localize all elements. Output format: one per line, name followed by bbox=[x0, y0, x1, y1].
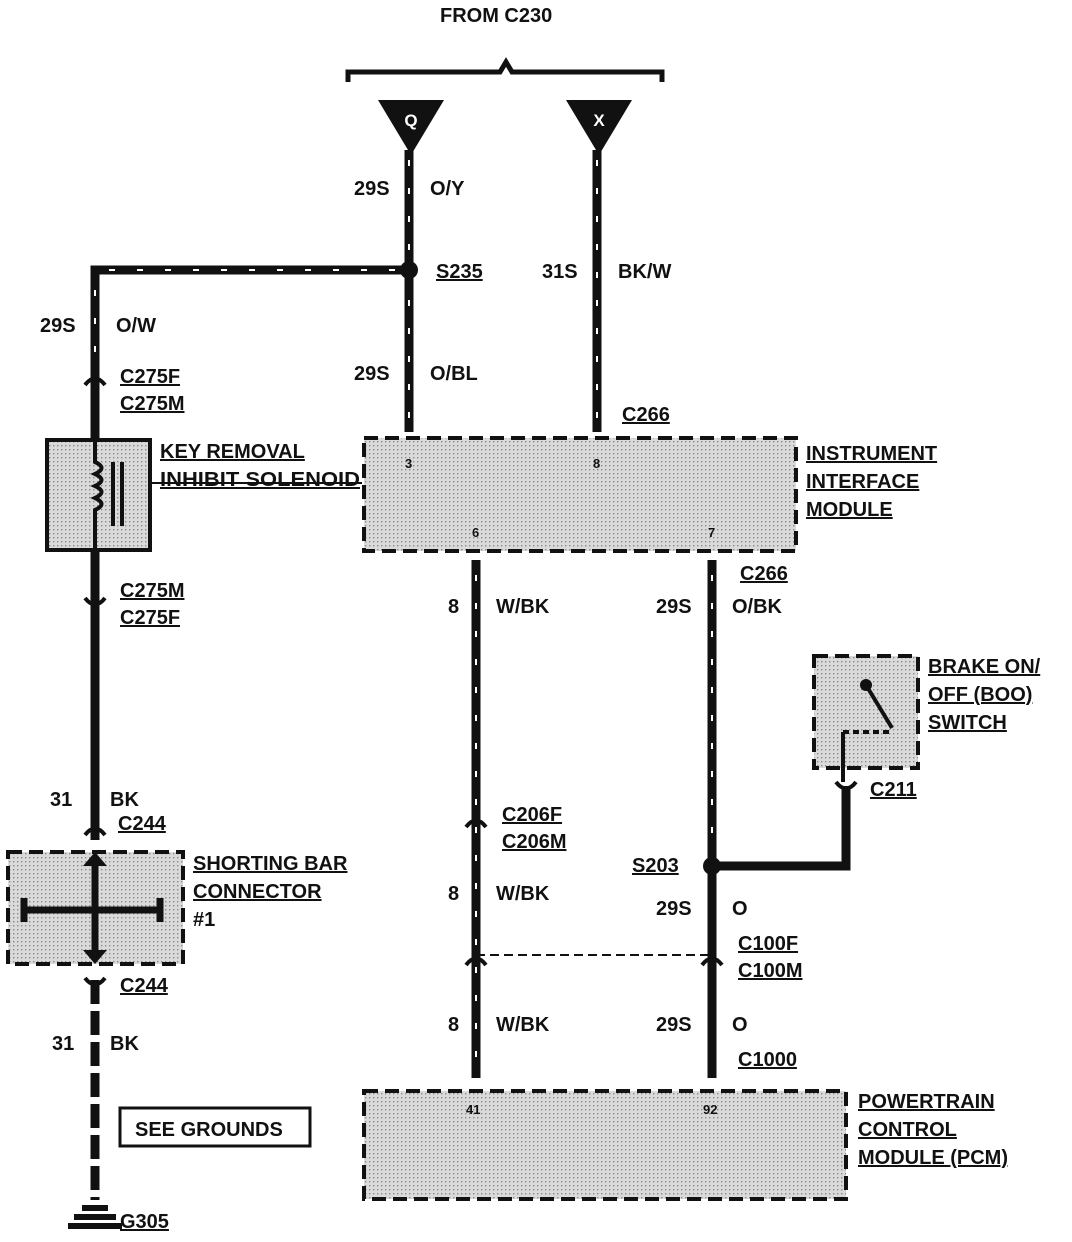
solenoid-label-line1: KEY REMOVAL bbox=[160, 441, 305, 463]
ground-g305-symbol bbox=[68, 1205, 122, 1229]
wire-solenoid-feed bbox=[90, 265, 409, 380]
pcm-label-line1: POWERTRAIN bbox=[858, 1091, 995, 1113]
connector-c266-bottom: C266 bbox=[740, 563, 788, 585]
wire-q-top-color: O/Y bbox=[430, 178, 465, 200]
wire-iim-feed-color: O/BL bbox=[430, 363, 478, 385]
boo-switch-symbol bbox=[841, 679, 894, 782]
connector-c211: C211 bbox=[870, 779, 917, 801]
iim-pin-3: 3 bbox=[405, 456, 412, 471]
ground-g305-label: G305 bbox=[120, 1211, 169, 1233]
wire-x-top-circuit: 31S bbox=[542, 261, 578, 283]
iim-pin-7: 7 bbox=[708, 525, 715, 540]
wire-o-middle-color: O bbox=[732, 898, 748, 920]
wire-ground-upper-circuit: 31 bbox=[50, 789, 72, 811]
source-label: FROM C230 bbox=[440, 5, 552, 27]
iim-label-line3: MODULE bbox=[806, 499, 893, 521]
see-grounds-label: SEE GROUNDS bbox=[135, 1119, 283, 1141]
wire-ground-lower-color: BK bbox=[110, 1033, 139, 1055]
iim-box bbox=[362, 436, 798, 553]
wire-ground-lower-circuit: 31 bbox=[52, 1033, 74, 1055]
connector-c100m: C100M bbox=[738, 960, 802, 982]
boo-switch-box bbox=[812, 654, 920, 770]
connector-c275f-top: C275F bbox=[120, 366, 180, 388]
pcm-pin-92: 92 bbox=[703, 1102, 717, 1117]
pin-x-triangle bbox=[566, 100, 632, 155]
iim-label-line1: INSTRUMENT bbox=[806, 443, 937, 465]
shorting-bar-label-line2: CONNECTOR bbox=[193, 881, 322, 903]
iim-label-line2: INTERFACE bbox=[806, 471, 919, 493]
pcm-label-line2: CONTROL bbox=[858, 1119, 957, 1141]
wire-x-top-color: BK/W bbox=[618, 261, 671, 283]
boo-label-line1: BRAKE ON/ bbox=[928, 656, 1041, 678]
wire-o-middle-circuit: 29S bbox=[656, 898, 692, 920]
iim-pin-6: 6 bbox=[472, 525, 479, 540]
connector-c206f: C206F bbox=[502, 804, 562, 826]
wire-solenoid-feed-circuit: 29S bbox=[40, 315, 76, 337]
splice-s203-label: S203 bbox=[632, 855, 679, 877]
boo-label-line3: SWITCH bbox=[928, 712, 1007, 734]
shorting-bar-symbol bbox=[20, 860, 164, 958]
shorting-bar-label-line1: SHORTING BAR bbox=[193, 853, 348, 875]
pcm-label-line3: MODULE (PCM) bbox=[858, 1147, 1008, 1169]
wire-obk-upper-circuit: 29S bbox=[656, 596, 692, 618]
connector-c206m: C206M bbox=[502, 831, 566, 853]
splice-s235-label: S235 bbox=[436, 261, 483, 283]
wire-wbk-lower-color: W/BK bbox=[496, 1014, 550, 1036]
connector-c266-top: C266 bbox=[622, 404, 670, 426]
wire-wbk-upper-circuit: 8 bbox=[448, 596, 459, 618]
pin-q-label: Q bbox=[404, 111, 417, 130]
connector-c100f: C100F bbox=[738, 933, 798, 955]
wire-boo bbox=[712, 786, 851, 871]
wire-ground-upper-color: BK bbox=[110, 789, 139, 811]
connector-c1000: C1000 bbox=[738, 1049, 797, 1071]
boo-label-line2: OFF (BOO) bbox=[928, 684, 1032, 706]
wire-q-top-circuit: 29S bbox=[354, 178, 390, 200]
solenoid-label-line2: INHIBIT SOLENOID bbox=[160, 469, 360, 491]
connector-c275f-bottom: C275F bbox=[120, 607, 180, 629]
wire-o-lower-circuit: 29S bbox=[656, 1014, 692, 1036]
solenoid-coil bbox=[90, 440, 104, 550]
wire-wbk-middle-color: W/BK bbox=[496, 883, 550, 905]
wire-o-lower-color: O bbox=[732, 1014, 748, 1036]
wire-solenoid-feed-color: O/W bbox=[116, 315, 156, 337]
see-grounds-box bbox=[118, 1106, 312, 1148]
wire-obk-upper-color: O/BK bbox=[732, 596, 783, 618]
pcm-box bbox=[362, 1089, 848, 1201]
iim-pin-8: 8 bbox=[593, 456, 600, 471]
pcm-pin-41: 41 bbox=[466, 1102, 480, 1117]
wires bbox=[90, 150, 851, 1200]
wire-wbk-middle-circuit: 8 bbox=[448, 883, 459, 905]
connector-c244-bottom: C244 bbox=[120, 975, 169, 997]
connector-c275m-bottom: C275M bbox=[120, 580, 184, 602]
splice-s235-dot bbox=[400, 261, 418, 279]
shorting-bar-label-line3: #1 bbox=[193, 909, 215, 931]
wire-wbk-lower-circuit: 8 bbox=[448, 1014, 459, 1036]
pin-x-label: X bbox=[593, 111, 605, 130]
wire-wbk-upper-color: W/BK bbox=[496, 596, 550, 618]
pin-q-triangle bbox=[378, 100, 444, 155]
connector-markers bbox=[83, 376, 858, 987]
wire-iim-feed-circuit: 29S bbox=[354, 363, 390, 385]
connector-c275m-top: C275M bbox=[120, 393, 184, 415]
splice-s203-dot bbox=[703, 857, 721, 875]
source-bracket bbox=[345, 57, 665, 82]
connector-c244-top: C244 bbox=[118, 813, 167, 835]
